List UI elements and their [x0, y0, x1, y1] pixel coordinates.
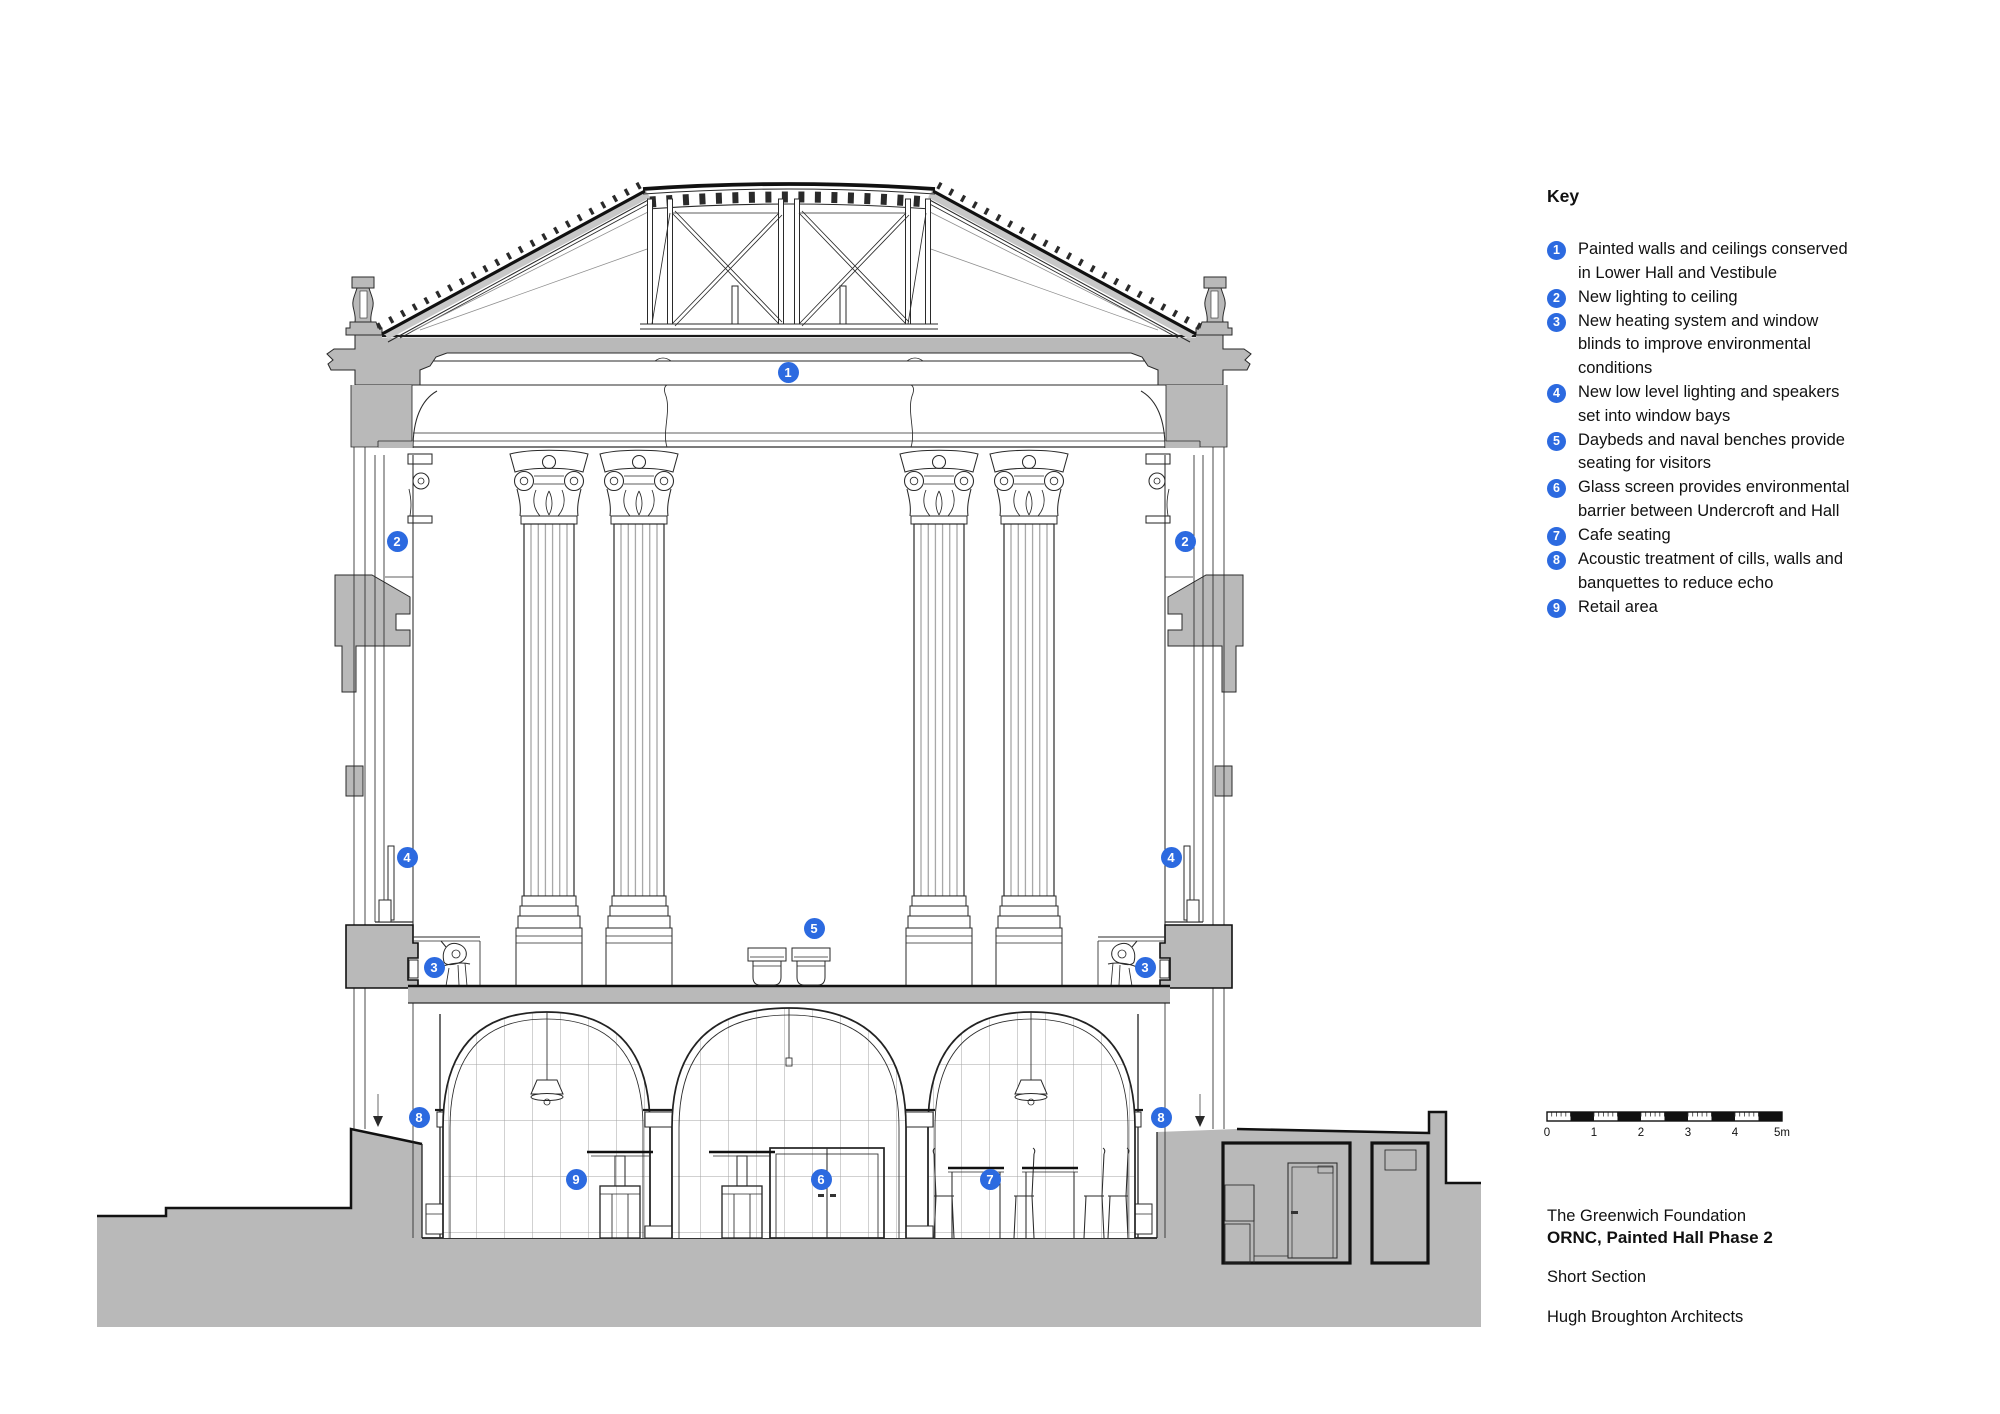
title-firm: Hugh Broughton Architects	[1547, 1308, 1744, 1326]
key-item-number-badge: 9	[1547, 598, 1566, 618]
scale-label: 5m	[1774, 1127, 1790, 1139]
key-item-number-badge: 4	[1547, 384, 1566, 404]
door	[1287, 1162, 1338, 1259]
scale-bar: 0 1 2 3 4 5m	[1544, 1111, 1790, 1139]
key-item-7: 7 Cafe seating	[1547, 524, 2000, 548]
key-item-number-badge: 8	[1547, 551, 1566, 571]
section-marker-2: 2	[1174, 530, 1196, 552]
key-item-text: Retail area	[1578, 597, 1658, 616]
key-item-number-badge: 2	[1547, 288, 1566, 308]
section-marker-6: 6	[810, 1168, 832, 1190]
title-block: The Greenwich Foundation ORNC, Painted H…	[1547, 1206, 1773, 1327]
key-item-text: Cafe seating	[1578, 526, 1671, 545]
scale-label: 1	[1591, 1127, 1597, 1139]
roof-truss	[640, 198, 938, 330]
section-marker-5: 5	[803, 917, 825, 939]
title-client: The Greenwich Foundation	[1547, 1207, 1747, 1225]
glass-screen-door	[769, 1147, 885, 1239]
section-marker-1: 1	[777, 361, 799, 383]
scale-label: 4	[1732, 1127, 1739, 1139]
section-marker-9: 9	[565, 1168, 587, 1190]
section-marker-3: 3	[423, 956, 445, 978]
key-item-number-badge: 3	[1547, 312, 1566, 332]
key-item-number-badge: 5	[1547, 431, 1566, 451]
section-marker-7: 7	[979, 1168, 1001, 1190]
key-title: Key	[1547, 186, 1580, 206]
key-item-2: 2 New lighting to ceiling	[1547, 286, 2000, 310]
section-marker-2: 2	[386, 530, 408, 552]
key-item-9: 9 Retail area	[1547, 596, 2000, 620]
key-item-number-badge: 6	[1547, 479, 1566, 499]
roof-ridge	[642, 182, 936, 210]
plant-rooms	[1221, 1141, 1430, 1265]
scale-label: 3	[1685, 1127, 1691, 1139]
title-drawing: Short Section	[1547, 1268, 1647, 1286]
key-item-number-badge: 1	[1547, 241, 1566, 260]
title-project: ORNC, Painted Hall Phase 2	[1547, 1228, 1773, 1247]
section-marker-4: 4	[396, 846, 418, 868]
section-marker-4: 4	[1160, 846, 1182, 868]
undercroft-centre-arch	[671, 1007, 907, 1239]
scale-label: 2	[1638, 1127, 1644, 1139]
key-item-number-badge: 7	[1547, 527, 1566, 547]
scale-label: 0	[1544, 1127, 1550, 1139]
section-marker-3: 3	[1134, 956, 1156, 978]
key-item-text: New lighting to ceiling	[1578, 287, 1738, 306]
key-panel: Key 1 Painted walls and ceilings conserve…	[1547, 186, 2000, 620]
section-marker-8: 8	[408, 1106, 430, 1128]
section-marker-8: 8	[1150, 1106, 1172, 1128]
